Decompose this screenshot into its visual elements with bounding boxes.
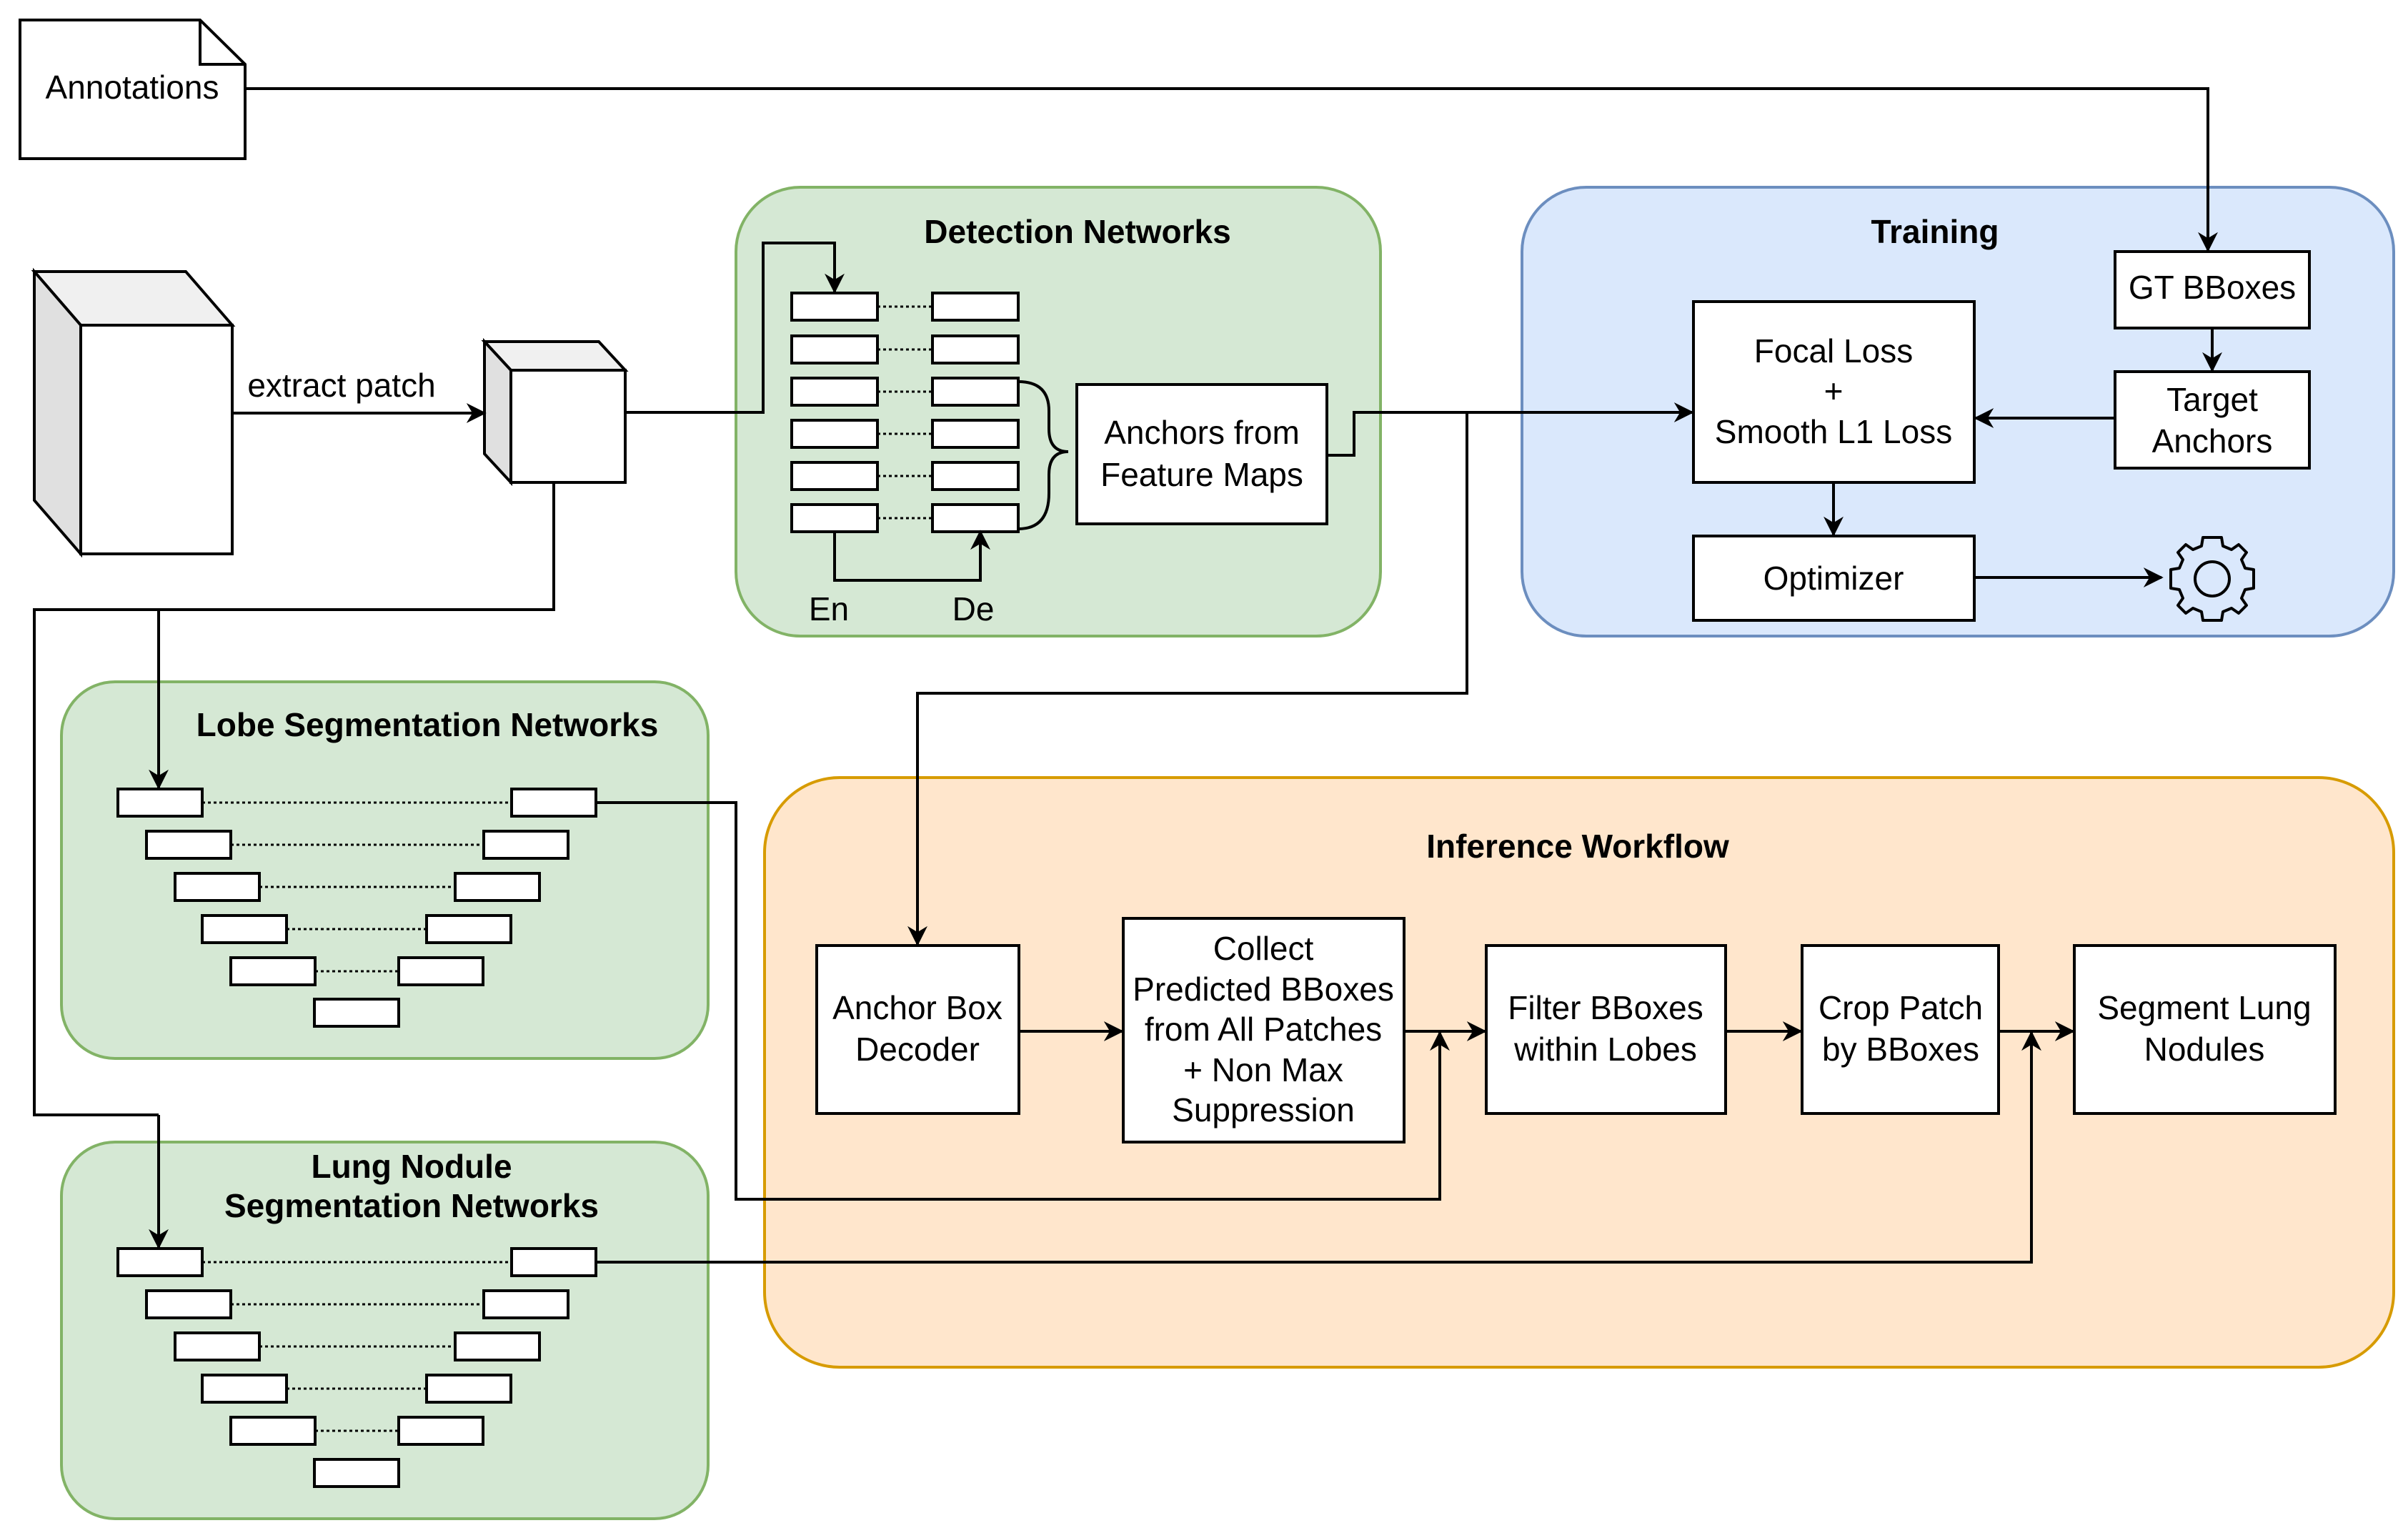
annotations-to-gt-arrow (245, 87, 2218, 252)
document-fold (199, 20, 245, 66)
patch-to-detection-arrow (625, 242, 845, 414)
loss-line2: + (1824, 372, 1844, 410)
crop-line1: Crop Patch (1819, 989, 1983, 1026)
gear-icon (2169, 536, 2255, 622)
decoder-line1: Anchor Box (832, 989, 1002, 1026)
loss-line3: Smooth L1 Loss (1715, 413, 1952, 450)
gt-bboxes-label: GT BBoxes (2129, 269, 2296, 306)
loss-line1: Focal Loss (1754, 332, 1913, 369)
patch-cube (481, 337, 629, 487)
lobe-segmentation-group (60, 680, 710, 1060)
optimizer-label: Optimizer (1763, 560, 1904, 597)
nodule-to-segment-arrow (596, 1031, 2041, 1264)
target-anchors-line2: Anchors (2152, 422, 2273, 460)
collect-line1: Collect (1213, 930, 1314, 967)
anchors-label-line2: Feature Maps (1100, 456, 1303, 493)
collect-line5: Suppression (1172, 1091, 1355, 1128)
anchors-to-loss-arrow (1327, 402, 1694, 457)
anchors-label-line1: Anchors from (1104, 414, 1300, 451)
lobe-segmentation-title: Lobe Segmentation Networks (196, 706, 659, 743)
target-anchors-line1: Target (2166, 381, 2258, 418)
gt-bboxes-box (2114, 250, 2311, 329)
detection-networks-title: Detection Networks (924, 213, 1230, 250)
ct-volume-cube (31, 267, 236, 558)
segment-line2: Nodules (2144, 1031, 2265, 1068)
patch-to-segmentation-wire (33, 482, 555, 1116)
filter-bboxes-box (1485, 944, 1727, 1115)
decoder-label: De (952, 590, 995, 627)
collect-line3: from All Patches (1145, 1011, 1382, 1048)
nodule-segmentation-title-line2: Segmentation Networks (224, 1187, 599, 1224)
crop-patch-box (1801, 944, 2000, 1115)
lobe-to-filter-arrow (596, 801, 1450, 1201)
filter-line2: within Lobes (1513, 1031, 1697, 1068)
crop-line2: by BBoxes (1822, 1031, 1979, 1068)
lobe-segmentation-unet (116, 788, 597, 1028)
training-title: Training (1871, 213, 1999, 250)
loss-box (1692, 300, 1976, 484)
annotations-label: Annotations (46, 69, 219, 106)
nodule-segmentation-title: Lung Nodule (311, 1148, 512, 1185)
collect-bboxes-box (1122, 917, 1406, 1143)
target-anchors-box (2114, 370, 2311, 470)
nodule-segmentation-group (60, 1141, 710, 1520)
encoder-label: En (809, 590, 849, 627)
anchors-from-feature-maps-box (1075, 383, 1328, 525)
segment-line1: Segment Lung (2097, 989, 2311, 1026)
segment-lung-nodules-box (2073, 944, 2337, 1115)
anchor-box-decoder-box (815, 944, 1020, 1115)
inference-workflow-title: Inference Workflow (1426, 828, 1729, 865)
nodule-segmentation-unet (116, 1247, 597, 1488)
detection-unet (790, 292, 1069, 582)
annotations-document-icon (19, 19, 247, 160)
extract-patch-label: extract patch (247, 367, 435, 404)
collect-line4: + Non Max (1183, 1051, 1343, 1088)
collect-line2: Predicted BBoxes (1133, 971, 1394, 1008)
decoder-line2: Decoder (855, 1031, 980, 1068)
anchors-to-decoder-arrow (907, 412, 1468, 946)
filter-line1: Filter BBoxes (1508, 989, 1703, 1026)
